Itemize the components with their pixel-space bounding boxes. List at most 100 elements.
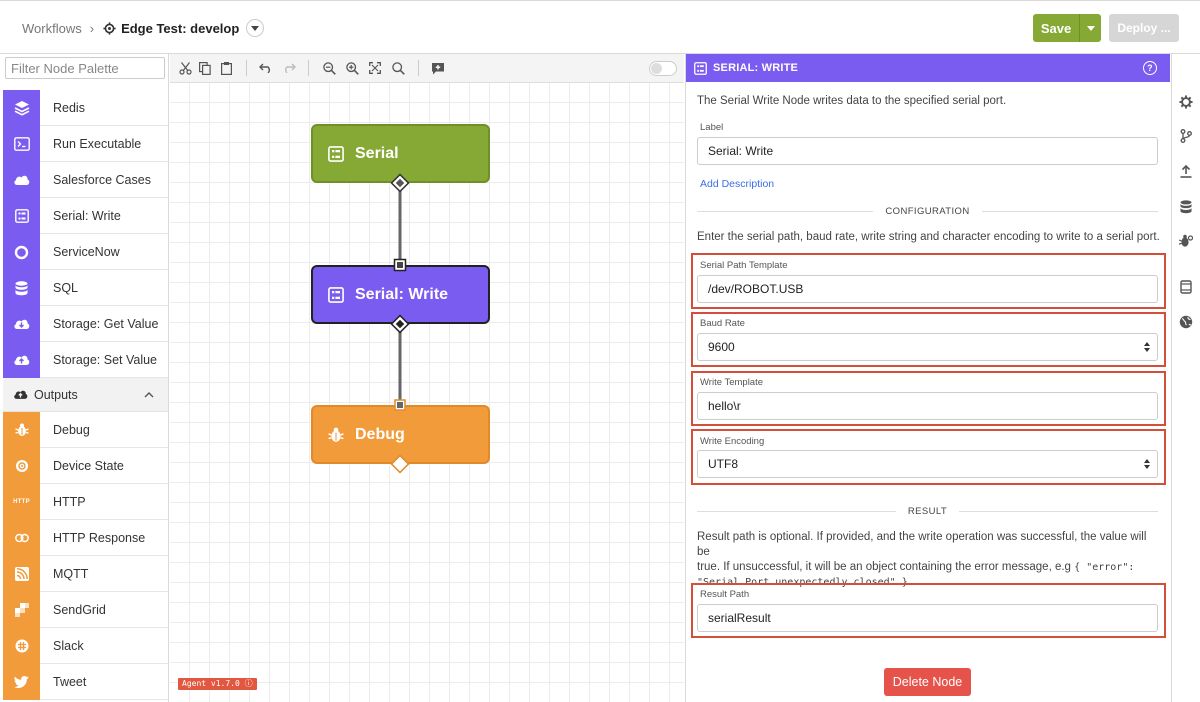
write-encoding-select[interactable]: UTF8 — [697, 450, 1158, 478]
paste-icon[interactable] — [219, 61, 233, 75]
add-description-link[interactable]: Add Description — [700, 178, 775, 190]
breadcrumb-workflows-link[interactable]: Workflows — [22, 20, 82, 36]
redo-icon[interactable] — [282, 61, 296, 75]
result-path-highlight — [691, 583, 1166, 638]
debug-output-port[interactable] — [390, 454, 410, 474]
result-divider: RESULT — [697, 505, 1158, 517]
palette-item-storage-get-value[interactable]: Storage: Get Value — [3, 306, 168, 342]
serial-path-caption: Serial Path Template — [700, 260, 788, 271]
palette-item-serial-write[interactable]: Serial: Write — [3, 198, 168, 234]
agent-version-badge[interactable]: Agent v1.7.0 ⓘ — [178, 678, 257, 690]
gear-icon[interactable] — [1179, 95, 1193, 109]
device-state-icon — [3, 448, 40, 484]
configuration-heading: CONFIGURATION — [885, 205, 970, 217]
serial-path-template-input[interactable]: /dev/ROBOT.USB — [697, 275, 1158, 303]
palette-item-storage-set-value[interactable]: Storage: Set Value — [3, 342, 168, 378]
panel-title: SERIAL: WRITE — [713, 62, 799, 74]
divider-line — [697, 210, 874, 212]
palette-item-label: Salesforce Cases — [53, 172, 151, 187]
palette-item-label: HTTP — [53, 494, 86, 509]
palette-item-sendgrid[interactable]: SendGrid — [3, 592, 168, 628]
palette-item-device-state[interactable]: Device State — [3, 448, 168, 484]
git-branch-icon[interactable] — [1179, 129, 1193, 143]
node-label: Debug — [355, 425, 405, 443]
label-input[interactable]: Serial: Write — [697, 137, 1158, 165]
fit-screen-icon[interactable] — [368, 61, 382, 75]
cut-icon[interactable] — [178, 61, 192, 75]
palette-item-mqtt[interactable]: MQTT — [3, 556, 168, 592]
deploy-button[interactable]: Deploy ... — [1109, 14, 1179, 42]
zoom-reset-icon[interactable] — [391, 61, 405, 75]
toolbar-divider — [418, 60, 419, 76]
debug-settings-icon[interactable] — [1179, 234, 1193, 248]
divider-line — [959, 510, 1158, 512]
canvas-toggle-switch[interactable] — [649, 61, 677, 76]
palette-item-sql[interactable]: SQL — [3, 270, 168, 306]
palette-item-label: Serial: Write — [53, 208, 121, 223]
save-options-dropdown[interactable] — [1080, 25, 1101, 31]
palette-item-run-executable[interactable]: Run Executable — [3, 126, 168, 162]
palette-section-outputs[interactable]: Outputs — [3, 378, 168, 412]
node-label: Serial: Write — [355, 285, 449, 303]
delete-node-button[interactable]: Delete Node — [884, 668, 971, 696]
top-header: Workflows › Edge Test: develop Save Depl… — [0, 0, 1200, 54]
baud-rate-highlight — [691, 312, 1166, 367]
zoom-out-icon[interactable] — [322, 61, 336, 75]
palette-item-http[interactable]: HTTP HTTP — [3, 484, 168, 520]
palette-item-slack[interactable]: Slack — [3, 628, 168, 664]
chevron-up-icon — [144, 391, 154, 397]
configuration-help-text: Enter the serial path, baud rate, write … — [697, 231, 1160, 243]
database-icon[interactable] — [1179, 200, 1193, 214]
palette-item-http-response[interactable]: HTTP Response — [3, 520, 168, 556]
breadcrumb-separator: › — [89, 20, 95, 36]
zoom-in-icon[interactable] — [345, 61, 359, 75]
upload-icon[interactable] — [1179, 164, 1193, 178]
workflow-canvas[interactable]: Serial Serial: Write Debug Agent v1.7.0 … — [170, 83, 684, 702]
node-serial[interactable]: Serial — [311, 124, 490, 183]
workflow-menu-button[interactable] — [246, 19, 265, 37]
sendgrid-icon — [3, 592, 40, 628]
device-icon[interactable] — [1179, 280, 1193, 294]
add-comment-icon[interactable] — [431, 61, 445, 75]
database-icon — [3, 270, 40, 306]
http-icon: HTTP — [3, 484, 40, 520]
palette-item-label: Debug — [53, 422, 90, 437]
result-code-snippet-1: { "error": — [1074, 562, 1135, 573]
palette-item-label: Run Executable — [53, 136, 142, 151]
serial-output-port[interactable] — [390, 173, 410, 193]
configuration-divider: CONFIGURATION — [697, 205, 1158, 217]
palette-item-tweet[interactable]: Tweet — [3, 664, 168, 700]
palette-item-label: ServiceNow — [53, 244, 120, 259]
help-icon[interactable]: ? — [1143, 61, 1157, 75]
palette-item-salesforce-cases[interactable]: Salesforce Cases — [3, 162, 168, 198]
palette-item-label: Storage: Set Value — [53, 352, 158, 367]
palette-item-redis[interactable]: Redis — [3, 90, 168, 126]
palette-item-label: SendGrid — [53, 602, 106, 617]
stack-icon — [3, 90, 40, 126]
write-template-input[interactable]: hello\r — [697, 392, 1158, 420]
help-icon: ⓘ — [244, 679, 253, 688]
baud-rate-select[interactable]: 9600 — [697, 333, 1158, 361]
result-text-line-1: Result path is optional. If provided, an… — [697, 531, 1147, 558]
serial-write-output-port[interactable] — [390, 314, 410, 334]
debug-input-port[interactable] — [394, 399, 406, 411]
chevron-down-icon — [1086, 25, 1095, 31]
connection-wires — [398, 183, 402, 405]
result-path-input[interactable]: serialResult — [697, 604, 1158, 632]
filter-node-palette-input[interactable] — [5, 57, 165, 79]
palette-item-servicenow[interactable]: ServiceNow — [3, 234, 168, 270]
palette-item-debug[interactable]: Debug — [3, 412, 168, 448]
link-icon — [3, 520, 40, 556]
palette-list[interactable]: Redis Run Executable Salesforce Cases Se… — [3, 90, 168, 700]
copy-icon[interactable] — [198, 61, 212, 75]
cloud-upload-icon — [14, 390, 28, 399]
http-icon-text: HTTP — [13, 499, 30, 505]
undo-icon[interactable] — [259, 61, 273, 75]
serial-icon — [327, 145, 345, 163]
serial-write-input-port[interactable] — [393, 258, 407, 272]
write-encoding-value: UTF8 — [708, 457, 738, 471]
globe-icon[interactable] — [1179, 315, 1193, 329]
palette-item-label: Redis — [53, 100, 85, 115]
baud-rate-caption: Baud Rate — [700, 318, 745, 329]
save-button[interactable]: Save — [1033, 14, 1101, 42]
